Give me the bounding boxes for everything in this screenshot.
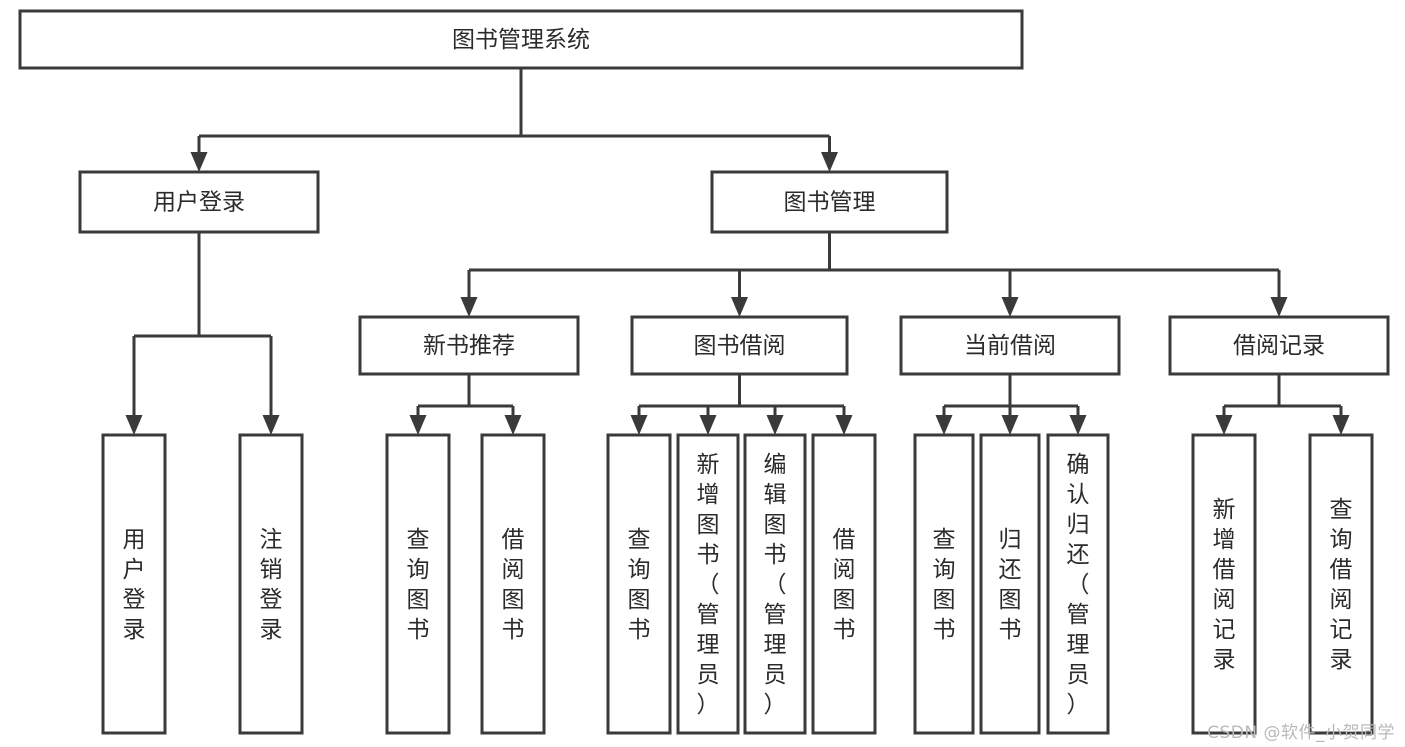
node-box xyxy=(913,433,975,735)
arrow-head xyxy=(190,152,208,172)
node-box xyxy=(78,170,320,234)
arrow-head xyxy=(699,415,717,435)
node-l-edit[interactable]: 编辑图书（管理员） xyxy=(743,433,807,735)
arrow-head xyxy=(1215,415,1233,435)
node-label: 编辑图书（管理员） xyxy=(764,452,787,718)
node-l-return[interactable]: 归还图书 xyxy=(979,433,1041,735)
node-label: 新增借阅记录 xyxy=(1213,497,1236,673)
arrow-head xyxy=(731,297,748,317)
arrow-head xyxy=(409,415,427,435)
node-label: 查询图书 xyxy=(933,527,956,643)
node-box xyxy=(630,315,849,376)
node-newbook[interactable]: 新书推荐 xyxy=(358,315,580,376)
arrow-head xyxy=(1332,415,1350,435)
node-l-query1[interactable]: 查询图书 xyxy=(385,433,451,735)
node-l-query2[interactable]: 查询图书 xyxy=(606,433,672,735)
node-root[interactable]: 图书管理系统 xyxy=(18,9,1024,70)
node-label: 借阅图书 xyxy=(833,527,856,643)
node-label: 查询借阅记录 xyxy=(1330,497,1353,673)
node-bookmgmt[interactable]: 图书管理 xyxy=(710,170,949,234)
arrow-head xyxy=(1001,297,1019,317)
node-current[interactable]: 当前借阅 xyxy=(899,315,1121,376)
node-l-borrow1[interactable]: 借阅图书 xyxy=(480,433,546,735)
node-label: 借阅图书 xyxy=(502,527,525,643)
node-l-login[interactable]: 用户登录 xyxy=(101,433,167,735)
node-l-addrec[interactable]: 新增借阅记录 xyxy=(1191,433,1257,735)
arrow-head xyxy=(835,415,853,435)
connector-group xyxy=(935,374,1087,435)
node-box xyxy=(358,315,580,376)
arrow-head xyxy=(262,415,280,435)
node-label: 注销登录 xyxy=(260,527,283,643)
connector-group xyxy=(190,68,838,172)
node-box xyxy=(1168,315,1390,376)
node-box xyxy=(811,433,877,735)
connector-group xyxy=(630,374,853,435)
node-box xyxy=(676,433,740,735)
node-box xyxy=(899,315,1121,376)
node-label: 用户登录 xyxy=(123,527,146,643)
node-label: 确认归还（管理员） xyxy=(1067,452,1090,718)
node-box xyxy=(101,433,167,735)
connector-group xyxy=(1215,374,1350,435)
node-box xyxy=(480,433,546,735)
connectors-layer xyxy=(125,68,1350,435)
node-box xyxy=(385,433,451,735)
node-label: 借阅记录 xyxy=(1233,333,1325,359)
node-l-queryrec[interactable]: 查询借阅记录 xyxy=(1308,433,1374,735)
node-l-confirm[interactable]: 确认归还（管理员） xyxy=(1046,433,1110,735)
node-label: 当前借阅 xyxy=(964,333,1056,359)
arrow-head xyxy=(766,415,784,435)
arrow-head xyxy=(125,415,143,435)
node-label: 图书管理 xyxy=(784,190,876,216)
node-box xyxy=(1046,433,1110,735)
node-label: 图书借阅 xyxy=(694,333,786,359)
node-label: 用户登录 xyxy=(153,190,245,216)
node-l-add[interactable]: 新增图书（管理员） xyxy=(676,433,740,735)
node-box xyxy=(606,433,672,735)
arrow-head xyxy=(821,152,838,172)
arrow-head xyxy=(1001,415,1019,435)
node-label: 新书推荐 xyxy=(423,333,515,359)
node-box xyxy=(743,433,807,735)
node-l-logout[interactable]: 注销登录 xyxy=(238,433,304,735)
nodes-layer: 图书管理系统用户登录图书管理新书推荐图书借阅当前借阅借阅记录用户登录注销登录查询… xyxy=(18,9,1390,735)
node-box xyxy=(979,433,1041,735)
node-box xyxy=(1308,433,1374,735)
node-label: 新增图书（管理员） xyxy=(697,452,720,718)
node-box xyxy=(710,170,949,234)
arrow-head xyxy=(630,415,648,435)
node-l-borrow2[interactable]: 借阅图书 xyxy=(811,433,877,735)
arrow-head xyxy=(1270,297,1288,317)
node-label: 归还图书 xyxy=(999,527,1022,643)
node-borrow[interactable]: 图书借阅 xyxy=(630,315,849,376)
node-records[interactable]: 借阅记录 xyxy=(1168,315,1390,376)
node-box xyxy=(1191,433,1257,735)
arrow-head xyxy=(1069,415,1087,435)
arrow-head xyxy=(935,415,953,435)
node-box xyxy=(18,9,1024,70)
node-label: 查询图书 xyxy=(407,527,430,643)
node-box xyxy=(238,433,304,735)
arrow-head xyxy=(504,415,522,435)
node-login[interactable]: 用户登录 xyxy=(78,170,320,234)
node-label: 查询图书 xyxy=(628,527,651,643)
connector-group xyxy=(409,374,522,435)
connector-group xyxy=(460,232,1288,317)
node-l-query3[interactable]: 查询图书 xyxy=(913,433,975,735)
connector-group xyxy=(125,232,280,435)
node-label: 图书管理系统 xyxy=(452,27,590,53)
arrow-head xyxy=(460,297,478,317)
